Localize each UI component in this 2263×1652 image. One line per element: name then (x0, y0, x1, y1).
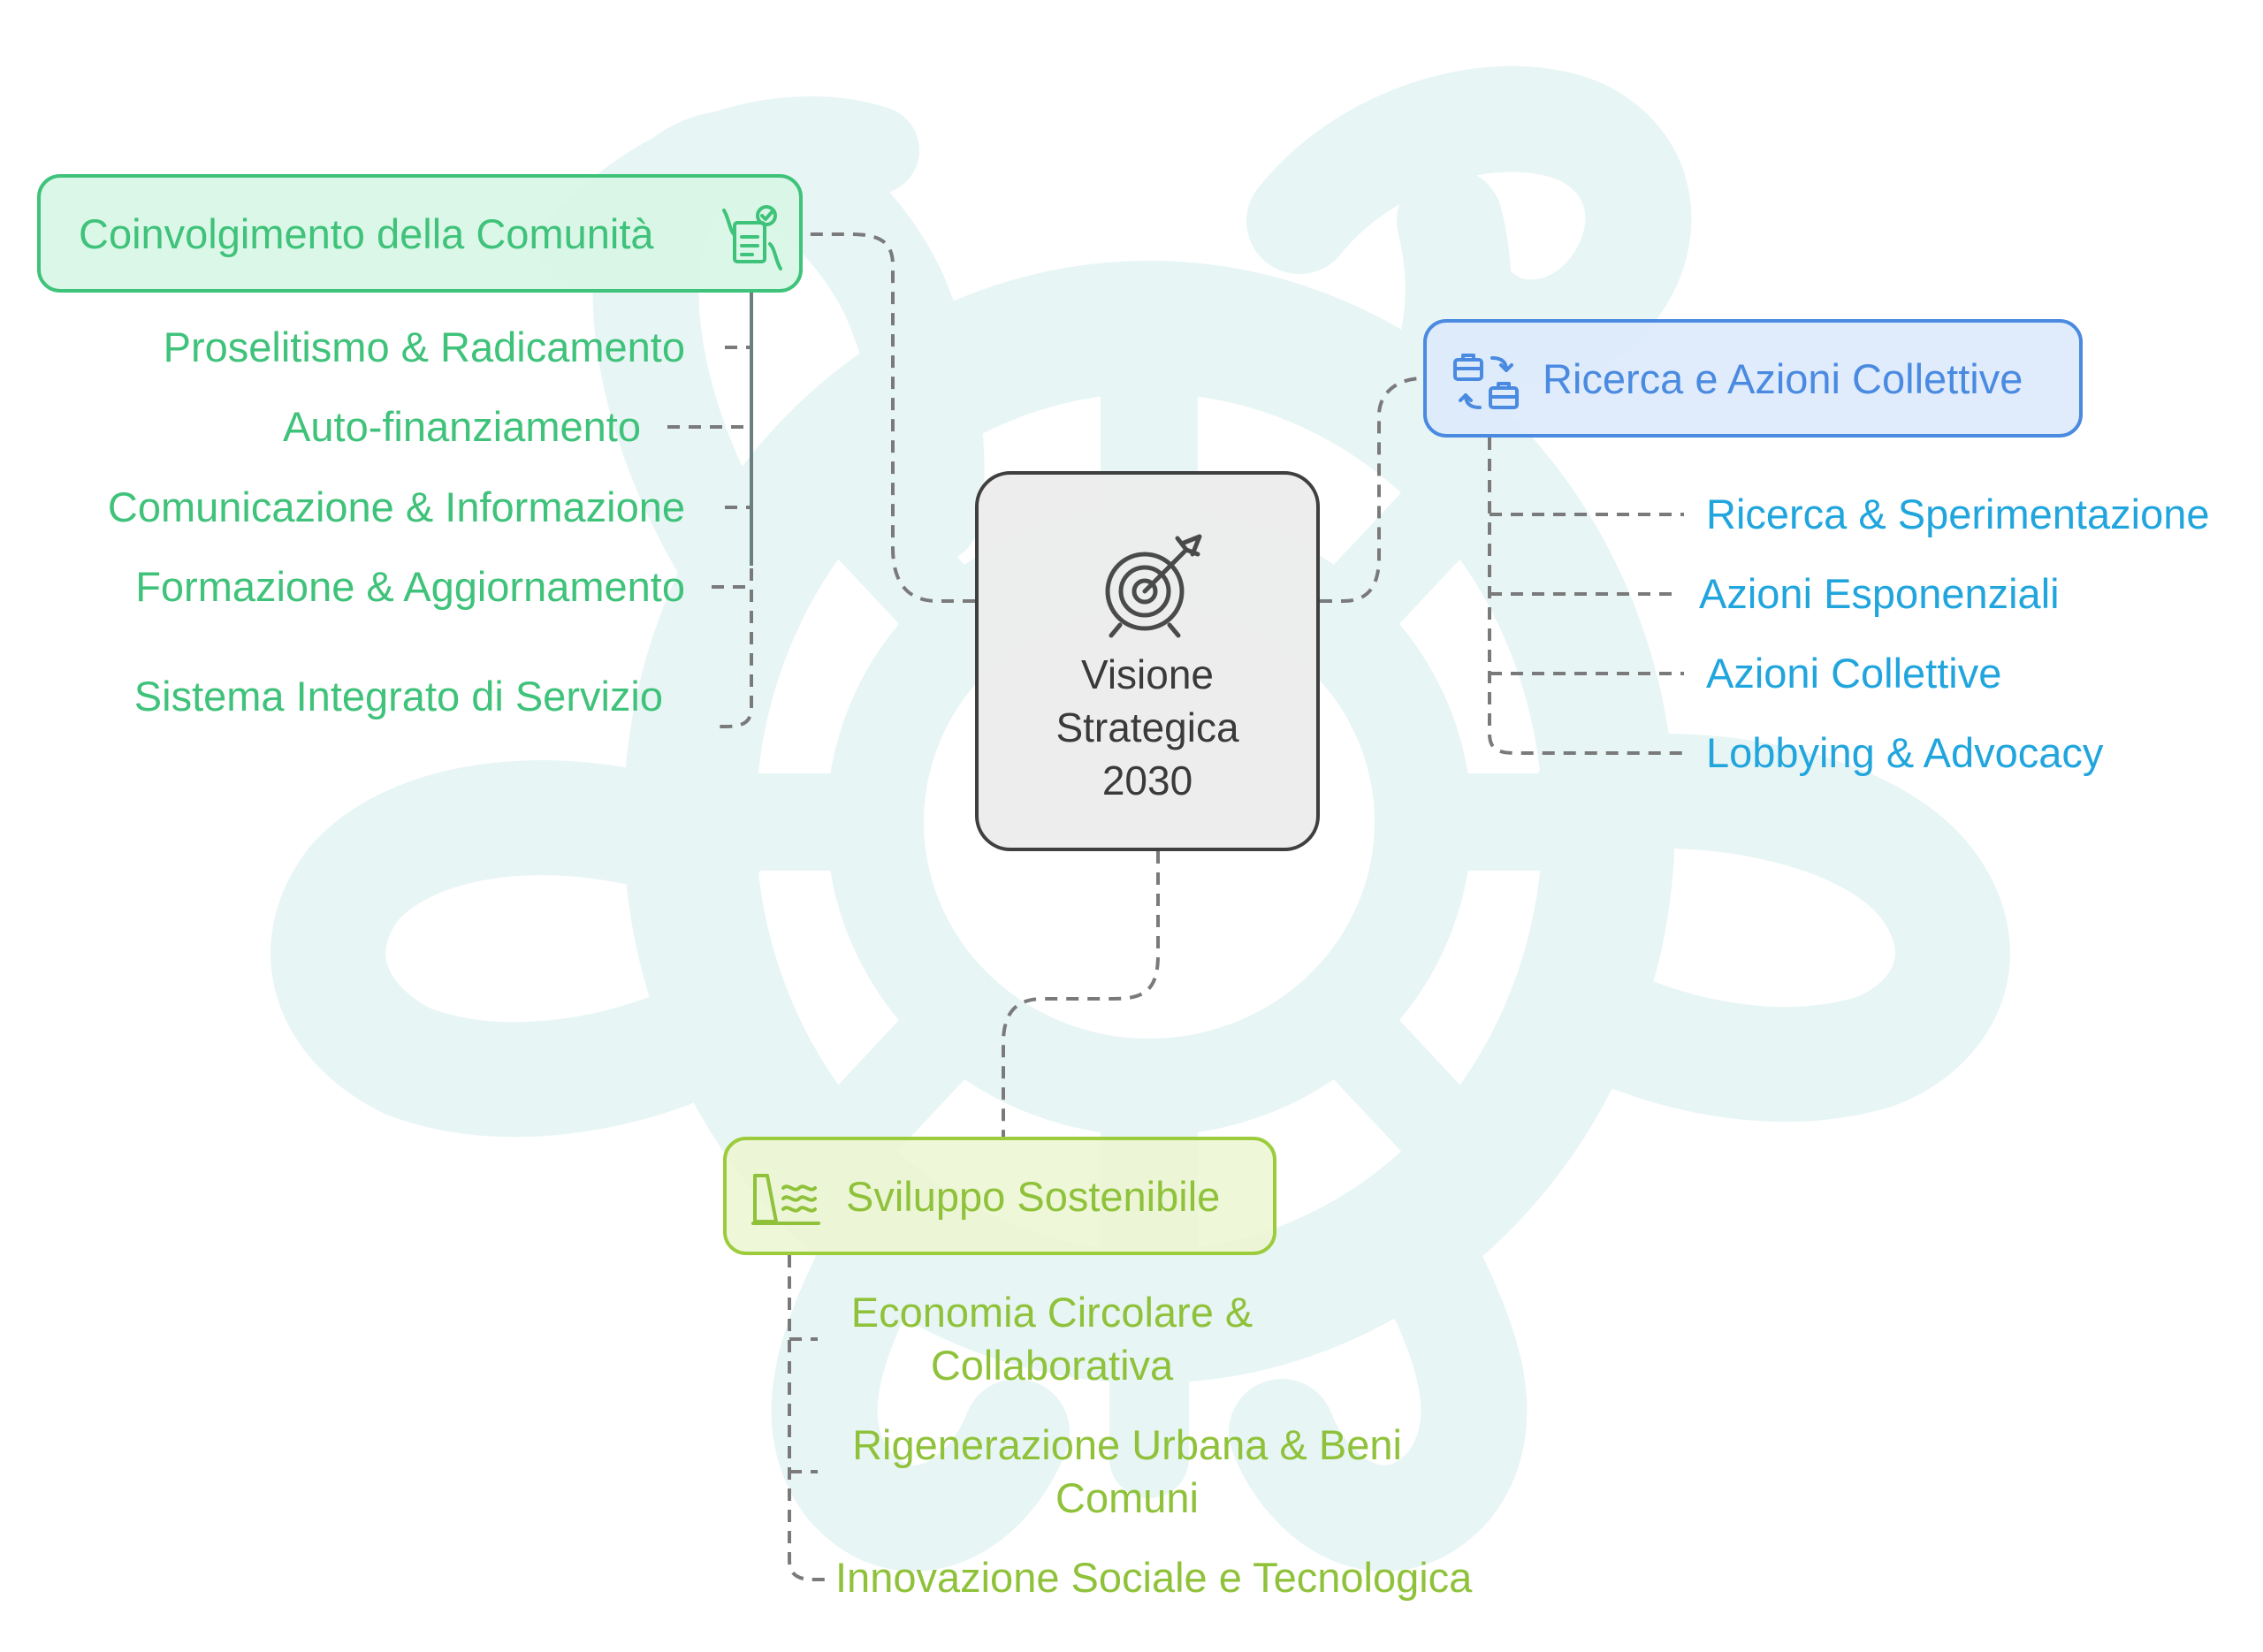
center-title-line3: 2030 (1101, 757, 1193, 803)
target-arrow-icon (1105, 534, 1202, 638)
briefcase-exchange-icon (1453, 354, 1519, 409)
sustainable-item-2-line2: Comuni (1055, 1474, 1199, 1521)
branch-community-title: Coinvolgimento della Comunità (79, 209, 654, 257)
branch-research-box: Ricerca e Azioni Collettive (1423, 319, 2083, 438)
sustainable-item-2-line1: Rigenerazione Urbana & Beni (852, 1421, 1402, 1468)
community-item-5: Sistema Integrato di Servizio (133, 673, 663, 719)
community-item-2: Auto-finanziamento (283, 403, 641, 450)
sustainable-item-1-line2: Collaborativa (930, 1342, 1174, 1389)
connector-center-research (1320, 377, 1424, 603)
research-item-1: Ricerca & Sperimentazione (1706, 491, 2210, 537)
dam-water-icon (751, 1174, 820, 1225)
community-item-1: Proselitismo & Radicamento (163, 324, 685, 370)
branch-sustainable-box: Sviluppo Sostenibile (723, 1137, 1276, 1255)
branch-community-box: Coinvolgimento della Comunità (37, 174, 803, 293)
sustainable-item-3: Innovazione Sociale e Tecnologica (835, 1554, 1473, 1601)
connector-center-community (803, 232, 975, 603)
connector-comm-1 (712, 293, 753, 728)
community-item-3: Comunicazione & Informazione (107, 483, 685, 530)
sustainable-item-1-line1: Economia Circolare & (850, 1289, 1253, 1336)
center-title: Visione Strategica 2030 (979, 648, 1316, 807)
connector-sust-1 (788, 1255, 827, 1581)
center-title-line1: Visione (1080, 651, 1215, 697)
research-item-4: Lobbying & Advocacy (1706, 729, 2104, 776)
branch-sustainable-title: Sviluppo Sostenibile (846, 1172, 1221, 1220)
center-node: Visione Strategica 2030 (975, 471, 1320, 851)
connector-center-sustainable (1002, 851, 1160, 1137)
community-item-4: Formazione & Aggiornamento (135, 563, 685, 610)
sustainable-item-2: Rigenerazione Urbana & Beni Comuni (835, 1419, 1419, 1525)
center-title-line2: Strategica (1055, 704, 1239, 750)
research-item-2: Azioni Esponenziali (1699, 570, 2060, 617)
checklist-hand-icon (722, 205, 782, 270)
branch-research-title: Ricerca e Azioni Collettive (1543, 354, 2023, 402)
research-item-3: Azioni Collettive (1706, 650, 2002, 697)
sustainable-item-1: Economia Circolare & Collaborativa (831, 1286, 1273, 1392)
